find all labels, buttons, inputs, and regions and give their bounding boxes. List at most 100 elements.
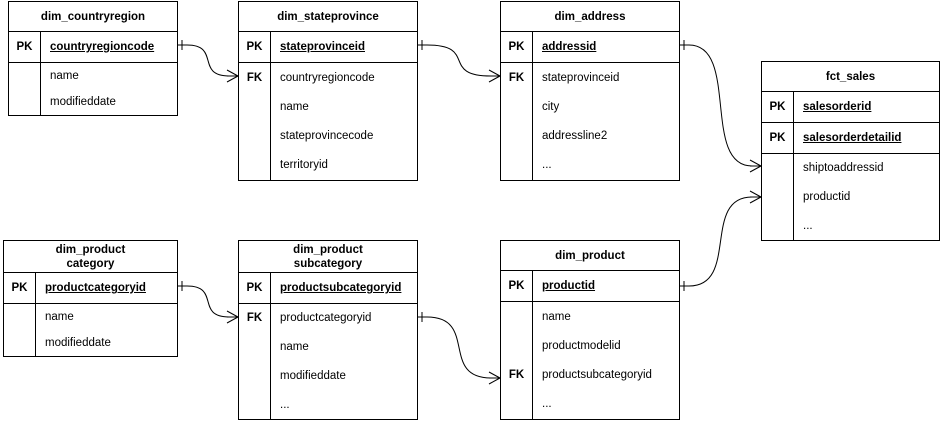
entity-title-dim_address: dim_address <box>501 2 679 32</box>
attribute-marker <box>501 92 532 121</box>
attribute-block-dim_product: FK name productmodelid productsubcategoryid… <box>501 302 679 419</box>
attribute-row[interactable]: ... <box>542 398 552 411</box>
attribute-marker <box>762 154 793 183</box>
relationship-address-to-sales[interactable] <box>680 40 762 173</box>
key-field-name: salesorderid <box>803 101 872 113</box>
attribute-row[interactable]: name <box>45 311 74 323</box>
attribute-block-dim_productcategory: name modifieddate <box>4 304 177 356</box>
key-marker: PK <box>762 92 794 122</box>
attribute-row[interactable]: name <box>280 100 309 113</box>
attribute-marker-column: FK <box>501 302 533 419</box>
attribute-name-column: stateprovinceid city addressline2... <box>533 63 679 180</box>
attribute-marker <box>239 92 270 121</box>
attribute-marker <box>762 211 793 240</box>
cardinality-many-crowfoot <box>226 310 239 324</box>
attribute-marker <box>239 362 270 391</box>
attribute-row[interactable]: modifieddate <box>50 96 116 108</box>
entity-title-dim_productsubcategory: dim_product subcategory <box>239 241 417 273</box>
attribute-row[interactable]: countryregioncode <box>280 71 375 84</box>
key-row-fct_sales-salesorderid[interactable]: PK salesorderid <box>762 92 939 123</box>
attribute-block-dim_stateprovince: FK countryregioncode name stateprovincecode… <box>239 63 417 180</box>
relationship-curve <box>426 316 492 379</box>
cardinality-many-crowfoot <box>749 159 762 173</box>
key-marker: PK <box>501 32 533 62</box>
attribute-name-column: name modifieddate <box>36 304 177 356</box>
attribute-marker-column <box>4 304 36 356</box>
attribute-row[interactable]: name <box>542 310 571 323</box>
relationship-curve <box>688 196 753 287</box>
attribute-marker <box>239 122 270 151</box>
attribute-name-column: productcategoryid name modifieddate... <box>271 304 417 419</box>
attribute-row[interactable]: stateprovinceid <box>542 71 620 84</box>
key-field-name: countryregioncode <box>50 41 155 53</box>
attribute-marker <box>501 331 532 360</box>
attribute-row[interactable]: ... <box>542 159 552 172</box>
attribute-name-column: shiptoaddressid productid... <box>794 154 939 240</box>
attribute-marker <box>239 390 270 419</box>
attribute-marker <box>501 302 532 331</box>
relationship-productcategory-to-subcategory[interactable] <box>178 281 239 324</box>
attribute-marker <box>501 390 532 419</box>
cardinality-many-crowfoot <box>488 371 501 385</box>
attribute-row[interactable]: city <box>542 100 560 113</box>
attribute-marker <box>4 330 35 356</box>
attribute-block-dim_productsubcategory: FK productcategoryid name modifieddate... <box>239 304 417 419</box>
attribute-name-column: countryregioncode name stateprovincecode te… <box>271 63 417 180</box>
attribute-row[interactable]: name <box>280 341 309 354</box>
relationship-productsubcategory-to-product[interactable] <box>418 312 501 385</box>
relationship-countryregion-to-stateprovince[interactable] <box>178 40 239 83</box>
key-field-name: addressid <box>542 41 597 53</box>
key-marker: PK <box>501 271 533 301</box>
attribute-row[interactable]: productcategoryid <box>280 312 372 325</box>
attribute-row[interactable]: productid <box>803 191 851 203</box>
attribute-marker: FK <box>508 71 525 84</box>
relationship-product-to-sales[interactable] <box>680 190 762 291</box>
attribute-marker: FK <box>246 312 263 325</box>
attribute-marker <box>762 183 793 212</box>
key-field-name: stateprovinceid <box>280 41 365 53</box>
relationship-curve <box>688 44 753 167</box>
key-marker: PK <box>762 123 794 153</box>
attribute-marker <box>501 122 532 151</box>
attribute-marker <box>239 151 270 180</box>
attribute-marker: FK <box>246 71 263 84</box>
attribute-row[interactable]: modifieddate <box>45 337 111 349</box>
attribute-row[interactable]: stateprovincecode <box>280 130 374 143</box>
attribute-marker-column <box>762 154 794 240</box>
attribute-marker-column: FK <box>239 304 271 419</box>
entity-title-dim_stateprovince: dim_stateprovince <box>239 2 417 32</box>
attribute-block-dim_address: FK stateprovinceid city addressline2... <box>501 63 679 180</box>
attribute-row[interactable]: productmodelid <box>542 339 621 352</box>
attribute-row[interactable]: ... <box>803 219 813 232</box>
attribute-row[interactable]: territoryid <box>280 159 328 172</box>
attribute-row[interactable]: name <box>50 70 79 82</box>
attribute-row[interactable]: shiptoaddressid <box>803 162 884 175</box>
cardinality-many-crowfoot <box>749 190 762 204</box>
attribute-marker <box>9 89 40 115</box>
key-row-dim_address-addressid[interactable]: PK addressid <box>501 32 679 63</box>
cardinality-many-crowfoot <box>488 69 501 83</box>
key-field-name: productsubcategoryid <box>280 282 402 294</box>
attribute-marker <box>9 63 40 89</box>
attribute-block-dim_countryregion: name modifieddate <box>9 63 177 115</box>
attribute-row[interactable]: productsubcategoryid <box>542 369 652 382</box>
relationship-stateprovince-to-address[interactable] <box>418 40 501 83</box>
attribute-row[interactable]: ... <box>280 398 290 411</box>
attribute-row[interactable]: addressline2 <box>542 130 608 143</box>
attribute-row[interactable]: modifieddate <box>280 369 346 382</box>
attribute-block-fct_sales: shiptoaddressid productid... <box>762 154 939 240</box>
